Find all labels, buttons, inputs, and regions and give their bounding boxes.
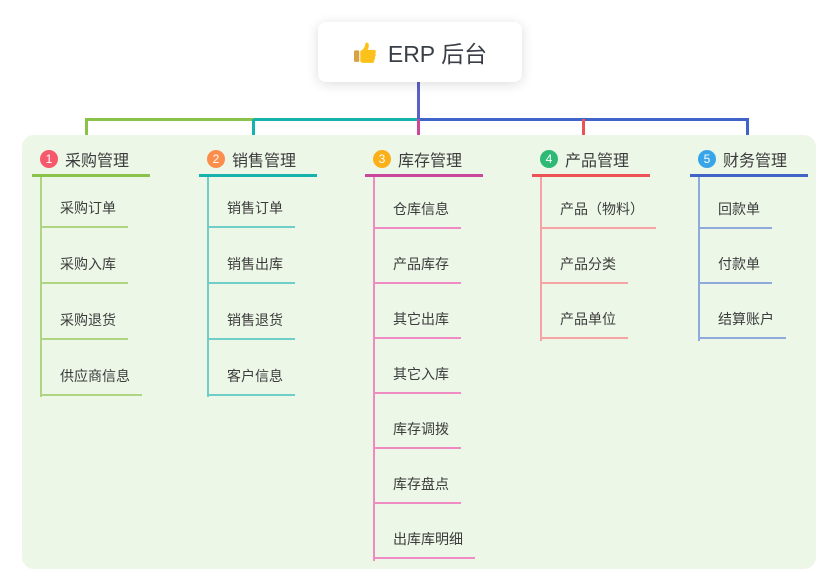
branch-drop-line-2 [252,119,255,147]
branch-underline [365,174,483,177]
branch-underline [532,174,650,177]
branch-number-badge: 3 [373,150,391,168]
mindmap-node[interactable]: 回款单 [698,199,772,229]
branch-drop-line-3 [417,119,420,147]
branch-header-inventory[interactable]: 3 库存管理 [373,148,462,170]
mindmap-node[interactable]: 仓库信息 [373,199,461,229]
mindmap-node[interactable]: 库存盘点 [373,474,461,504]
mindmap-node[interactable]: 采购入库 [40,254,128,284]
mindmap-node[interactable]: 销售出库 [207,254,295,284]
branch-drop-line-5 [746,119,749,147]
mindmap-node[interactable]: 产品库存 [373,254,461,284]
mindmap-node[interactable]: 结算账户 [698,309,786,339]
mindmap-node[interactable]: 采购退货 [40,310,128,340]
root-trunk-line [417,82,420,119]
branch-label: 库存管理 [398,153,463,170]
branch-stem-line [207,177,209,397]
branch-stem-line [540,177,542,341]
branch-header-procurement[interactable]: 1 采购管理 [40,148,129,170]
mindmap-node[interactable]: 出库库明细 [373,529,475,559]
branch-label: 产品管理 [565,153,630,170]
branch-header-sales[interactable]: 2 销售管理 [207,148,296,170]
branch-label: 财务管理 [723,153,788,170]
branch-label: 采购管理 [65,153,130,170]
branches-panel [22,135,816,569]
thumbs-up-icon [353,40,378,65]
branch-stem-line [40,177,42,397]
branch-stem-line [373,177,375,561]
mindmap-node[interactable]: 其它出库 [373,309,461,339]
mindmap-node[interactable]: 采购订单 [40,198,128,228]
root-title: ERP 后台 [387,41,488,67]
mindmap-node[interactable]: 其它入库 [373,364,461,394]
mindmap-node[interactable]: 销售退货 [207,310,295,340]
branch-underline [199,174,317,177]
branch-number-badge: 2 [207,150,225,168]
branch-stem-line [698,177,700,341]
branch-number-badge: 4 [540,150,558,168]
bus-line-segment-1 [85,118,254,121]
mindmap-node[interactable]: 产品分类 [540,254,628,284]
branch-drop-line-4 [582,119,585,147]
branch-number-badge: 5 [698,150,716,168]
branch-number-badge: 1 [40,150,58,168]
mindmap-node[interactable]: 销售订单 [207,198,295,228]
branch-label: 销售管理 [232,153,297,170]
branch-underline [690,174,808,177]
mindmap-node[interactable]: 客户信息 [207,366,295,396]
branch-header-finance[interactable]: 5 财务管理 [698,148,787,170]
mindmap-node[interactable]: 付款单 [698,254,772,284]
mindmap-node[interactable]: 供应商信息 [40,366,142,396]
branch-header-product[interactable]: 4 产品管理 [540,148,629,170]
mindmap-node[interactable]: 产品单位 [540,309,628,339]
mindmap-node[interactable]: 库存调拨 [373,419,461,449]
mindmap-node[interactable]: 产品（物料） [540,199,656,229]
branch-underline [32,174,150,177]
branch-drop-line-1 [85,119,88,147]
root-node[interactable]: ERP 后台 [318,22,522,82]
bus-line-segment-2 [254,118,417,121]
